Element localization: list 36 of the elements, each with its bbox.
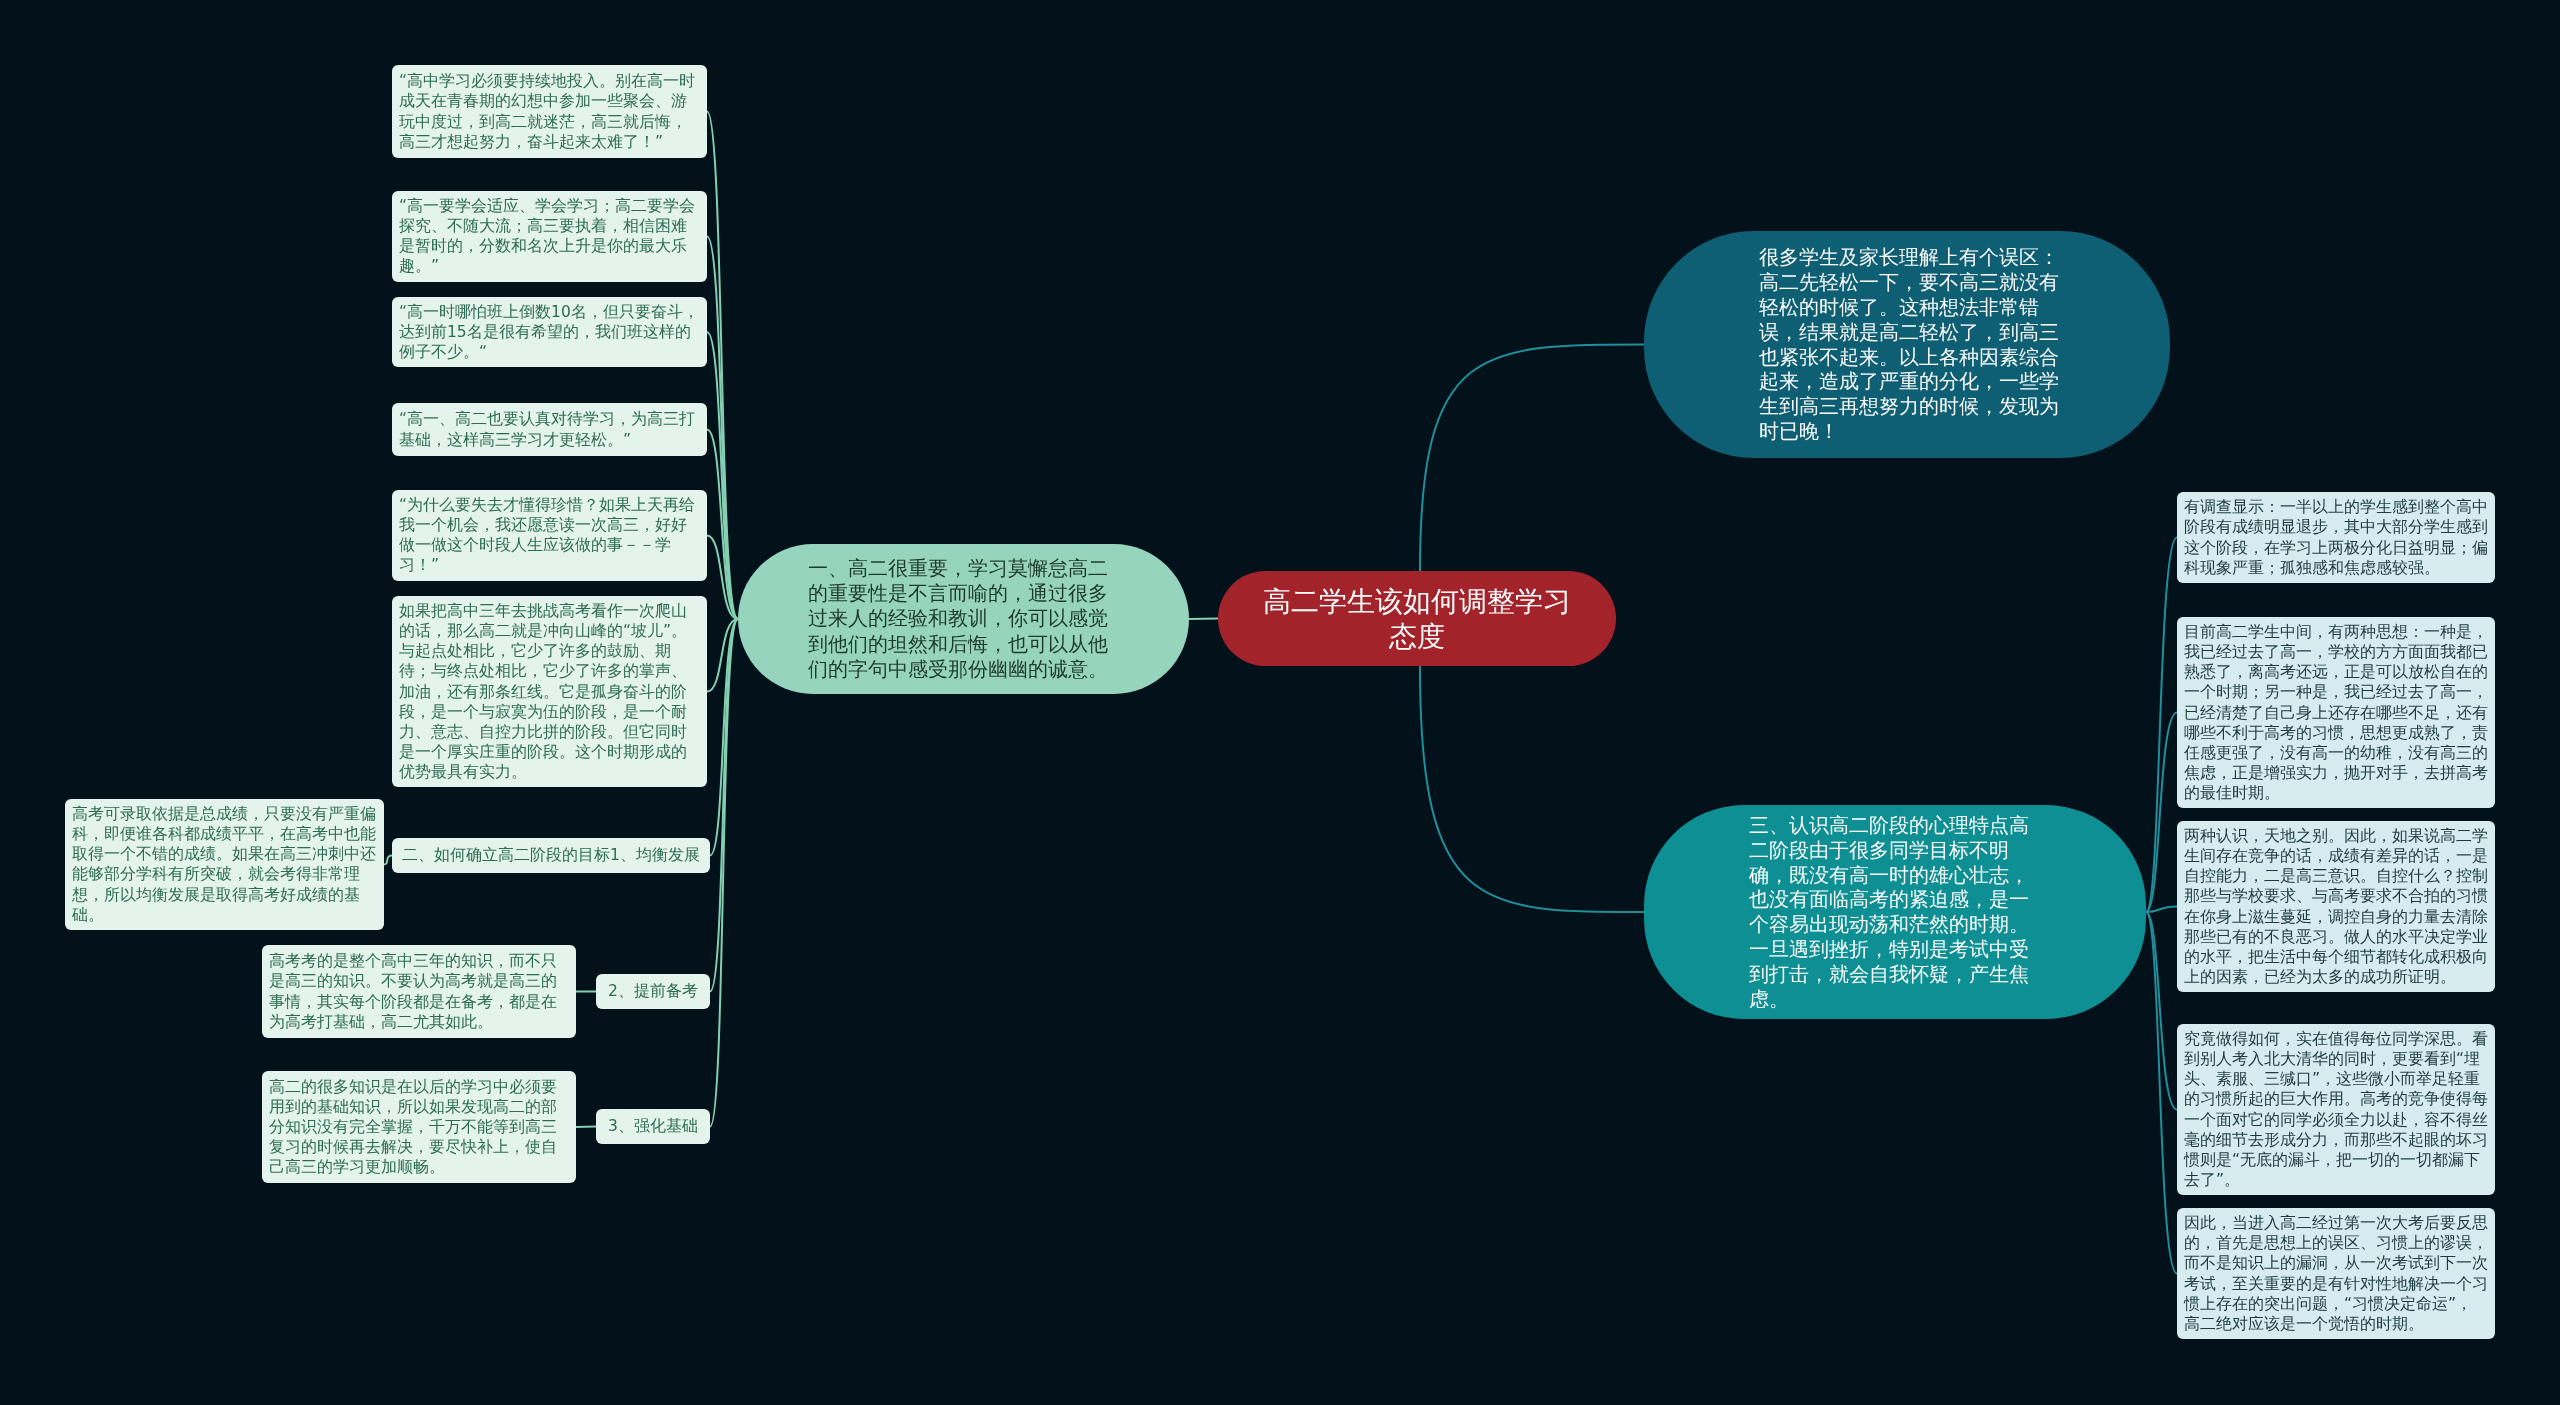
central-topic: 高二学生该如何调整学习态度: [1218, 571, 1616, 666]
branch-label: 3、强化基础: [596, 1109, 710, 1144]
note-card: 两种认识，天地之别。因此，如果说高二学生间存在竞争的话，成绩有差异的话，一是自控能力，二是高三意识。自控什么？控制那些与学校要求、与高考要求不合拍的习惯在你身上滋生蔓延，调控自身的力量去清除那些已有的不良恶习。做人的水平决定学业的水平，把生活中每个细节都转化成积极向上的因素，已经为太多的成功所证明。: [2177, 821, 2495, 993]
connector-line: [2145, 536, 2178, 913]
connector-line: [706, 534, 739, 620]
connector-line: [1419, 343, 1645, 572]
connector-line: [709, 618, 739, 1128]
note-card: “高一要学会适应、学会学习；高二要学会探究、不随大流；高三要执着，相信困难是暂时的，分数和名次上升是你的最大乐趣。”: [392, 191, 707, 282]
note-card: 高考考的是整个高中三年的知识，而不只是高三的知识。不要认为高考就是高三的事情，其实每个阶段都是在备考，都是在为高考打基础，高二尤其如此。: [262, 945, 576, 1038]
note-card: “高一时哪怕班上倒数10名，但只要奋斗，达到前15名是很有希望的，我们班这样的例子不少。“: [392, 297, 707, 368]
note-card: 高考可录取依据是总成绩，只要没有严重偏科，即便谁各科都成绩平平，在高考中也能取得一个不错的成绩。如果在高三冲刺中还能够部分学科有所突破，就会考得非常理想，所以均衡发展是取得高考好成绩的基础。: [65, 799, 384, 930]
note-card: 如果把高中三年去挑战高考看作一次爬山的话，那么高二就是冲向山峰的“坡儿”。与起点处相比，它少了许多的鼓励、期待；与终点处相比，它少了许多的掌声、加油，还有那条红线。它是孤身奋斗的阶段，是一个与寂寞为伍的阶段，是一个耐力、意志、自控力比拼的阶段。但它同时是一个厚实庄重的阶段。这个时期形成的优势最具有实力。: [392, 596, 707, 788]
connector-line: [575, 990, 597, 993]
connector-line: [2145, 911, 2178, 1275]
note-card: 因此，当进入高二经过第一次大考后要反思的，首先是思想上的误区、习惯上的谬误，而不是知识上的漏洞，从一次考试到下一次考试，至关重要的是有针对性地解决一个习惯上存在的突出问题，“习惯决定命运”，高二绝对应该是一个觉悟的时期。: [2177, 1208, 2495, 1339]
connector-line: [709, 618, 739, 993]
note-card: 目前高二学生中间，有两种思想：一种是，我已经过去了高一，学校的方方面面我都已熟悉了，离高考还远，正是可以放松自在的一个时期；另一种是，我已经过去了高一，已经清楚了自己身上还存在哪些不足，还有哪些不利于高考的习惯，思想更成熟了，责任感更强了，没有高一的幼稚，没有高三的焦虑，正是增强实力，抛开对手，去拼高考的最佳时期。: [2177, 617, 2495, 809]
topic-bubble: 一、高二很重要，学习莫懈怠高二的重要性是不言而喻的，通过很多过来人的经验和教训，你可以感觉到他们的坦然和后悔，也可以从他们的字句中感受那份幽幽的诚意。: [738, 544, 1189, 694]
connector-line: [706, 618, 739, 693]
note-card: “高一、高二也要认真对待学习，为高三打基础，这样高三学习才更轻松。”: [392, 403, 707, 456]
connector-line: [2145, 711, 2178, 913]
note-card: “高中学习必须要持续地投入。别在高一时成天在青春期的幻想中参加一些聚会、游玩中度过，到高二就迷茫，高三就后悔，高三才想起努力，奋斗起来太难了！”: [392, 65, 707, 158]
note-card: 有调查显示：一半以上的学生感到整个高中阶段有成绩明显退步，其中大部分学生感到这个阶段，在学习上两极分化日益明显；偏科现象严重；孤独感和焦虑感较强。: [2177, 492, 2495, 583]
connector-line: [2145, 905, 2178, 913]
connector-line: [2145, 911, 2178, 1111]
topic-bubble: 很多学生及家长理解上有个误区：高二先轻松一下，要不高三就没有轻松的时候了。这种想法非常错误，结果就是高二轻松了，到高三也紧张不起来。以上各种因素综合起来，造成了严重的分化，一些学生到高三再想努力的时候，发现为时已晚！: [1644, 231, 2170, 458]
note-card: 究竟做得如何，实在值得每位同学深思。看到别人考入北大清华的同时，更要看到“埋头、素服、三缄口”，这些微小而举足轻重的习惯所起的巨大作用。高考的竞争使得每一个面对它的同学必须全力以赴，容不得丝毫的细节去形成分力，而那些不起眼的坏习惯则是“无底的漏斗，把一切的一切都漏下去了”。: [2177, 1024, 2495, 1196]
topic-bubble: 三、认识高二阶段的心理特点高二阶段由于很多同学目标不明确，既没有高一时的雄心壮志，也没有面临高考的紧迫感，是一个容易出现动荡和茫然的时期。一旦遇到挫折，特别是考试中受到打击，就会自我怀疑，产生焦虑。: [1644, 805, 2146, 1020]
connector-line: [575, 1125, 597, 1128]
connector-line: [706, 110, 739, 620]
branch-label: 2、提前备考: [596, 974, 710, 1009]
branch-label: 二、如何确立高二阶段的目标1、均衡发展: [392, 838, 710, 873]
connector-line: [1419, 665, 1645, 913]
note-card: 高二的很多知识是在以后的学习中必须要用到的基础知识，所以如果发现高二的部分知识没有完全掌握，千万不能等到高三复习的时候再去解决，要尽快补上，使自己高三的学习更加顺畅。: [262, 1071, 576, 1183]
note-card: “为什么要失去才懂得珍惜？如果上天再给我一个机会，我还愿意读一次高三，好好做一做这个时段人生应该做的事－－学习！”: [392, 490, 707, 581]
connector-line: [1188, 617, 1219, 620]
